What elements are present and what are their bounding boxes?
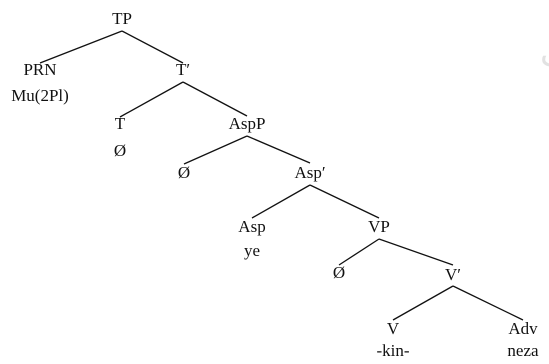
- node-label-v: V: [387, 319, 400, 338]
- node-label-t: T: [115, 114, 126, 133]
- edge-aspp-to-aspp-null: [183, 135, 248, 165]
- node-label-tbar: T′: [176, 60, 190, 79]
- node-label-adv: Adv: [508, 319, 538, 338]
- node-label-aspp-null: Ø: [178, 163, 190, 182]
- node-label-mu2pl: Mu(2Pl): [11, 86, 69, 105]
- edge-aspbar-to-asp: [251, 184, 311, 219]
- edge-tbar-to-t: [119, 81, 184, 118]
- node-label-vp: VP: [368, 217, 390, 236]
- node-label-vp-null: Ø: [333, 263, 345, 282]
- node-label-tp: TP: [112, 9, 132, 28]
- edge-tp-to-tbar: [121, 30, 184, 64]
- edge-tbar-to-aspp: [182, 81, 248, 117]
- edge-aspp-to-aspbar: [246, 135, 311, 164]
- node-label-aspbar: Asp′: [294, 163, 325, 182]
- node-label-neza: neza: [507, 341, 539, 360]
- node-label-prn: PRN: [23, 60, 56, 79]
- node-label-aspp: AspP: [229, 114, 266, 133]
- node-label-vbar: V′: [445, 265, 461, 284]
- edge-aspbar-to-vp: [309, 184, 380, 219]
- node-label-asp: Asp: [238, 217, 265, 236]
- node-label-t-null: Ø: [114, 141, 126, 160]
- edge-vbar-to-v: [392, 285, 454, 321]
- watermark-text: ل جامع علوم انسانی: [540, 31, 549, 71]
- edge-tp-to-prn: [39, 30, 123, 64]
- edge-vbar-to-adv: [452, 285, 524, 321]
- node-label-ye: ye: [244, 241, 260, 260]
- edge-vp-to-vbar: [378, 238, 454, 266]
- tree-edges: [39, 30, 524, 321]
- edge-vp-to-vp-null: [338, 238, 380, 266]
- node-label-kin: -kin-: [376, 341, 409, 360]
